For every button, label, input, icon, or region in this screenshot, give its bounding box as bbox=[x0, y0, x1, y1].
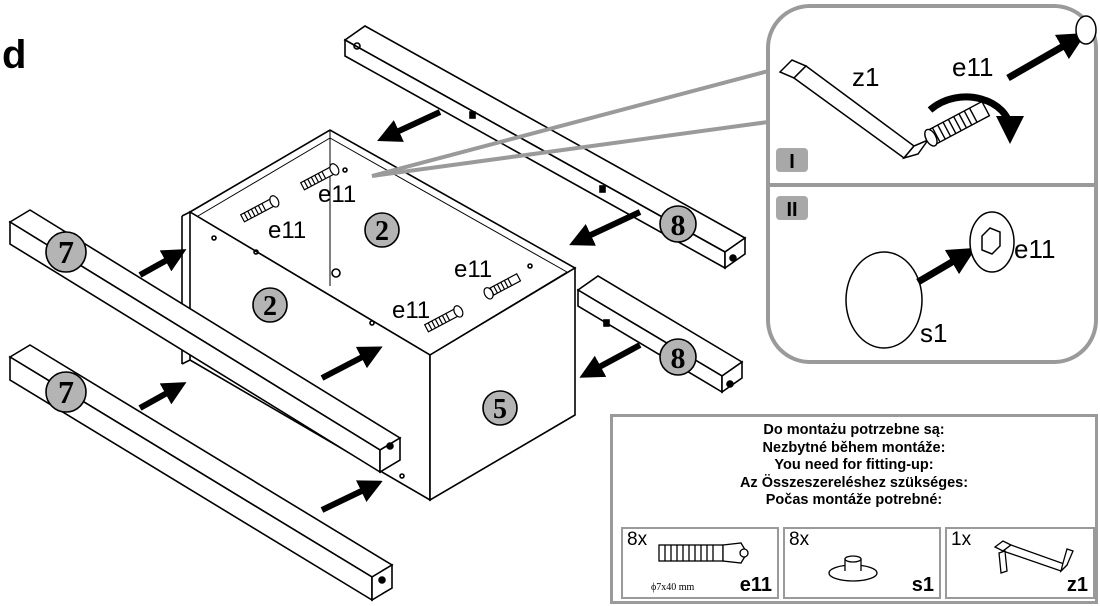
part-circle bbox=[659, 205, 697, 243]
dowel-label: e11 bbox=[318, 181, 356, 208]
part-cell-e11: 8x ϕ7x40 mm e11 bbox=[621, 527, 779, 599]
part-number-side: 2 bbox=[263, 291, 277, 322]
dowel-icon bbox=[658, 542, 749, 564]
part-circle bbox=[659, 338, 697, 376]
part-qty: 1x bbox=[951, 529, 972, 550]
rotation-arrow-icon bbox=[927, 93, 1024, 144]
detail-panel: I II z1 e11 s1 e11 bbox=[766, 4, 1098, 364]
crank-wrench-icon bbox=[778, 59, 931, 160]
heading-cz: Nezbytné během montáže: bbox=[762, 439, 946, 456]
rail-left-upper bbox=[8, 209, 402, 474]
part-circle bbox=[45, 371, 87, 413]
heading-hu: Az Összeszereléshez szükséges: bbox=[739, 474, 969, 491]
part-circle bbox=[45, 231, 87, 273]
part-number-rail-right: 8 bbox=[671, 342, 686, 375]
assembly-arrows bbox=[138, 109, 642, 513]
dowel-label: e11 bbox=[392, 297, 430, 324]
dowel-label: e11 bbox=[268, 217, 306, 244]
part-code: s1 bbox=[911, 574, 934, 596]
part-qty: 8x bbox=[627, 529, 648, 550]
cap-label: s1 bbox=[920, 318, 947, 348]
dowel-label: e11 bbox=[454, 256, 492, 283]
step-badge-label: I bbox=[789, 151, 795, 173]
step-badge bbox=[776, 196, 808, 220]
step-label: d bbox=[2, 33, 26, 77]
part-circle bbox=[252, 287, 288, 323]
part-number-rail-right: 8 bbox=[671, 209, 686, 242]
rail-left-lower bbox=[8, 344, 394, 602]
dowel-label: e11 bbox=[1014, 234, 1055, 264]
insert-arrow-icon bbox=[916, 247, 977, 286]
heading-sk: Počas montáže potrebné: bbox=[765, 492, 943, 508]
part-cell-z1: 1x z1 bbox=[945, 527, 1095, 599]
parts-cells: 8x ϕ7x40 mm e11 8x s1 1x z1 bbox=[621, 527, 1095, 599]
heading-en: You need for fitting-up: bbox=[774, 457, 934, 473]
hole-icon bbox=[1075, 15, 1097, 45]
part-code: e11 bbox=[739, 574, 772, 596]
part-code: z1 bbox=[1066, 574, 1088, 596]
dowel-icon bbox=[924, 100, 991, 147]
dowel-icon bbox=[239, 163, 522, 333]
heading-pl: Do montażu potrzebne są: bbox=[763, 422, 945, 438]
part-cell-s1: 8x s1 bbox=[783, 527, 941, 599]
callout-lines bbox=[371, 68, 773, 178]
dowel-head-icon bbox=[969, 211, 1015, 273]
part-circle bbox=[482, 390, 518, 426]
parts-list-box: Do montażu potrzebne są: Nezbytné během … bbox=[610, 414, 1098, 604]
part-qty: 8x bbox=[789, 529, 810, 550]
parts-list-headings: Do montażu potrzebne są: Nezbytné během … bbox=[613, 417, 1095, 510]
cap-icon bbox=[828, 555, 878, 582]
part-dimension: ϕ7x40 mm bbox=[651, 582, 695, 593]
part-circle bbox=[364, 212, 400, 248]
step-badge-label: II bbox=[786, 199, 797, 221]
crank-wrench-icon bbox=[993, 540, 1074, 574]
part-number-rail-left: 7 bbox=[58, 374, 74, 410]
step-badge bbox=[776, 148, 808, 172]
rail-right-lower bbox=[576, 275, 744, 394]
wrench-label: z1 bbox=[852, 62, 879, 92]
part-number-top: 2 bbox=[375, 216, 389, 247]
dowel-label: e11 bbox=[952, 52, 993, 82]
cap-icon bbox=[845, 251, 923, 349]
part-number-rail-left: 7 bbox=[58, 234, 74, 270]
insert-arrow-icon bbox=[1006, 33, 1087, 82]
part-number-back: 5 bbox=[493, 394, 507, 425]
